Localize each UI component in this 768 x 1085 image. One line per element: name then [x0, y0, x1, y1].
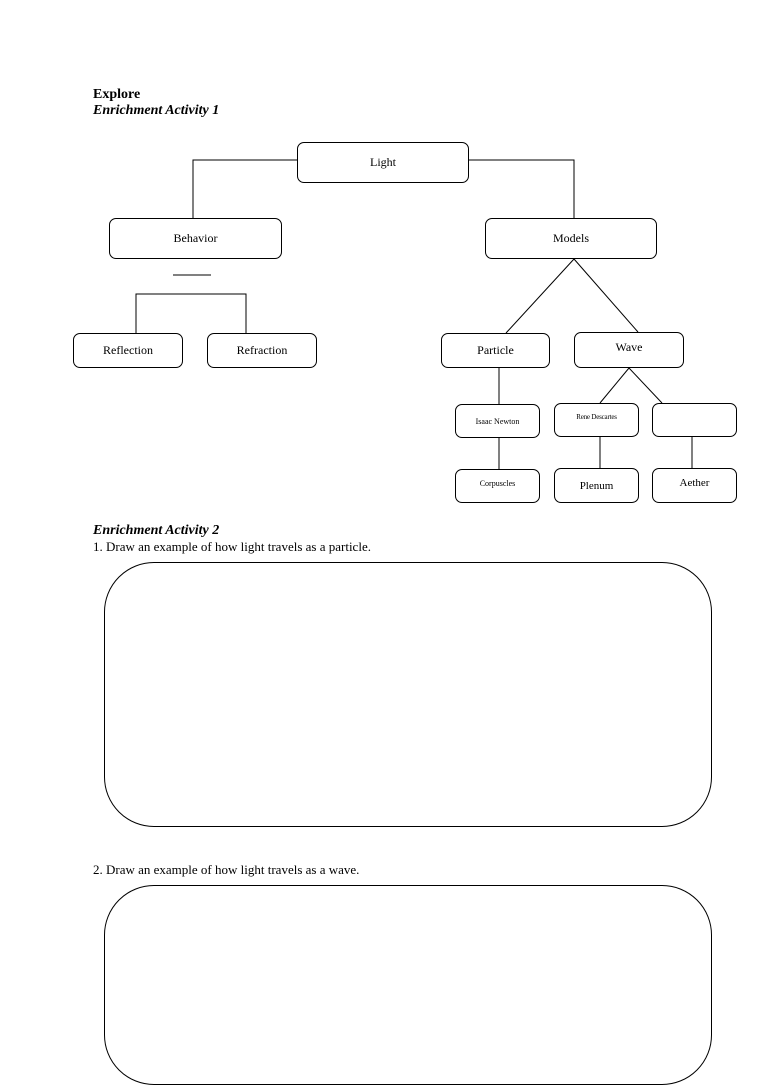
node-behavior-label: Behavior — [173, 231, 218, 245]
connector-behavior-children — [135, 293, 247, 333]
node-isaac-newton-label: Isaac Newton — [475, 416, 520, 426]
wave-drawing-area[interactable] — [104, 885, 712, 1085]
node-particle: Particle — [441, 333, 550, 368]
node-aether-label: Aether — [679, 476, 710, 489]
node-rene-descartes-label: Rene Descartes — [576, 413, 617, 421]
connector-wave-descartes — [599, 367, 630, 404]
particle-drawing-area[interactable] — [104, 562, 712, 827]
node-plenum-label: Plenum — [579, 479, 614, 492]
node-refraction: Refraction — [207, 333, 317, 368]
node-light-label: Light — [370, 155, 396, 169]
connector-light-behavior — [192, 159, 297, 218]
connector-models-wave — [573, 258, 639, 333]
node-corpuscles-label: Corpuscles — [479, 478, 516, 488]
question-1: 1. Draw an example of how light travels … — [93, 539, 371, 554]
node-models-label: Models — [553, 231, 589, 245]
node-corpuscles: Corpuscles — [455, 469, 540, 503]
node-rene-descartes: Rene Descartes — [554, 403, 639, 437]
node-wave-label: Wave — [615, 339, 643, 354]
connector-models-particle — [505, 258, 575, 334]
node-aether: Aether — [652, 468, 737, 503]
node-wave: Wave — [574, 332, 684, 368]
node-isaac-newton: Isaac Newton — [455, 404, 540, 438]
connector-wave-blank — [628, 367, 663, 404]
node-behavior: Behavior — [109, 218, 282, 259]
connector-light-models — [469, 159, 575, 218]
section-title: Explore — [93, 87, 141, 102]
node-reflection-label: Reflection — [103, 343, 153, 357]
node-reflection: Reflection — [73, 333, 183, 368]
activity2-title: Enrichment Activity 2 — [93, 523, 220, 538]
node-refraction-label: Refraction — [236, 343, 288, 357]
node-models: Models — [485, 218, 657, 259]
node-wave-blank[interactable] — [652, 403, 737, 437]
node-particle-label: Particle — [477, 343, 514, 357]
question-2: 2. Draw an example of how light travels … — [93, 862, 360, 877]
node-light: Light — [297, 142, 469, 183]
node-plenum: Plenum — [554, 468, 639, 503]
activity1-title: Enrichment Activity 1 — [93, 103, 220, 118]
concept-map-connectors — [135, 159, 693, 469]
